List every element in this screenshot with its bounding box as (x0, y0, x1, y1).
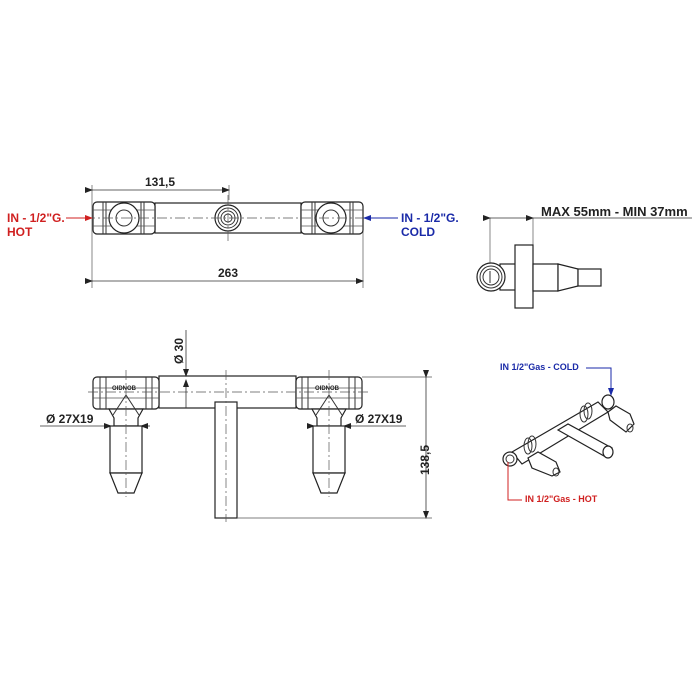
brand-mark-right: OIDNOB (315, 386, 339, 392)
dim-tube-diameter: Ø 30 (172, 337, 186, 364)
iso-view (502, 367, 635, 501)
dim-right-fitting: Ø 27X19 (355, 412, 403, 426)
hot-inlet-label-line1: IN - 1/2"G. (7, 211, 65, 225)
front-view (40, 330, 432, 522)
dim-depth-range: MAX 55mm - MIN 37mm (541, 204, 688, 219)
dim-center-spacing: 131,5 (145, 175, 176, 189)
dim-left-fitting: Ø 27X19 (46, 412, 94, 426)
cold-inlet-label: IN - 1/2"G. COLD (401, 211, 459, 239)
hot-inlet-label: IN - 1/2"G. HOT (7, 211, 65, 239)
top-view (66, 185, 398, 288)
iso-hot-label: IN 1/2"Gas - HOT (525, 494, 598, 504)
iso-cold-label: IN 1/2"Gas - COLD (500, 362, 579, 372)
cold-inlet-label-line1: IN - 1/2"G. (401, 211, 459, 225)
side-view (476, 215, 692, 309)
hot-inlet-label-line2: HOT (7, 225, 33, 239)
cold-inlet-label-line2: COLD (401, 225, 435, 239)
dim-height: 138,5 (418, 444, 432, 475)
dim-overall-length: 263 (218, 266, 239, 280)
brand-mark-left: OIDNOB (112, 386, 136, 392)
